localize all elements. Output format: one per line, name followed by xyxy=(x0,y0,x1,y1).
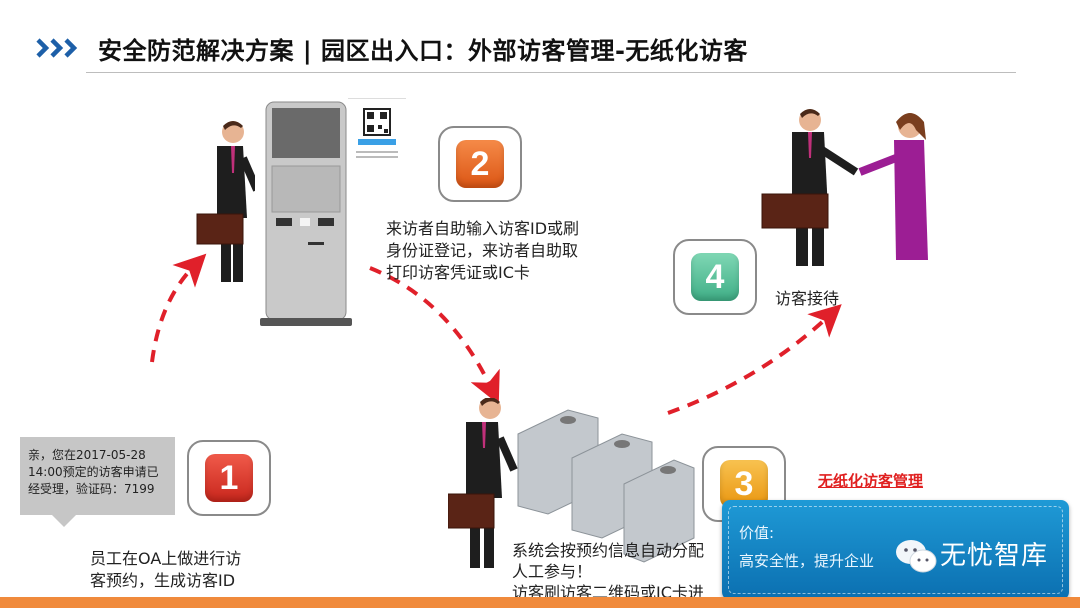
step-1-badge: 1 xyxy=(187,440,271,516)
arrow-step1-to-step2 xyxy=(150,253,207,363)
value-callout-box: 价值: 高安全性，提升企业 无忧智库 xyxy=(722,500,1069,600)
paperless-visitor-label: 无纸化访客管理 xyxy=(818,472,924,490)
value-heading: 价值: xyxy=(739,524,775,542)
sms-line: 经受理，验证码：7199 xyxy=(28,482,155,496)
self-service-kiosk-image xyxy=(260,101,352,326)
header: 安全防范解决方案 | 园区出入口：外部访客管理-无纸化访客 xyxy=(36,28,748,68)
step-number: 1 xyxy=(205,454,253,502)
footer-bar xyxy=(0,597,1080,608)
step-1-description: 员工在OA上做进行访 客预约，生成访客ID xyxy=(90,548,241,592)
step-text-line: 员工在OA上做进行访 xyxy=(90,549,242,568)
arrow-step3-to-step4 xyxy=(667,304,842,415)
title-divider xyxy=(86,72,1016,73)
step-number: 2 xyxy=(456,140,504,188)
step-text-line: 打印访客凭证或IC卡 xyxy=(386,263,530,282)
arrow-step2-to-step3 xyxy=(369,266,500,405)
turnstile-gates-image xyxy=(448,398,695,568)
triple-chevron-right-icon xyxy=(36,37,84,59)
step-number: 4 xyxy=(691,253,739,301)
step-2-description: 来访者自助输入访客ID或刷 身份证登记，来访者自助取 打印访客凭证或IC卡 xyxy=(386,218,579,284)
step-text-line: 系统会按预约信息自动分配 xyxy=(512,541,705,560)
step-text-line: 访客接待 xyxy=(775,289,840,308)
wechat-icon xyxy=(896,540,937,573)
step-4-badge: 4 xyxy=(673,239,757,315)
step-text-line: 身份证登记，来访者自助取 xyxy=(386,241,579,260)
value-text: 高安全性，提升企业 xyxy=(739,552,875,570)
step-text-line: 客预约，生成访客ID xyxy=(90,571,236,590)
sms-line: 亲，您在2017-05-28 xyxy=(28,448,146,462)
sms-line: 14:00预定的访客申请已 xyxy=(28,465,159,479)
watermark-text: 无忧智库 xyxy=(940,541,1049,571)
step-text-line: 人工参与！ xyxy=(512,562,593,581)
step-text-line: 来访者自助输入访客ID或刷 xyxy=(386,219,580,238)
handshake-reception-image xyxy=(761,109,928,266)
page-title: 安全防范解决方案 | 园区出入口：外部访客管理-无纸化访客 xyxy=(98,36,748,65)
step-3-description: 系统会按预约信息自动分配 人工参与！ 访客刷访客二维码或IC卡进 xyxy=(512,540,704,603)
step-4-description: 访客接待 xyxy=(775,288,839,310)
sms-bubble-tail xyxy=(52,515,76,527)
sms-notification-bubble: 亲，您在2017-05-28 14:00预定的访客申请已 经受理，验证码：719… xyxy=(20,437,175,515)
step-2-badge: 2 xyxy=(438,126,522,202)
watermark: 无忧智库 xyxy=(894,537,1048,575)
visitor-figure-image xyxy=(196,121,255,282)
qr-code-ticket-image xyxy=(348,98,406,171)
